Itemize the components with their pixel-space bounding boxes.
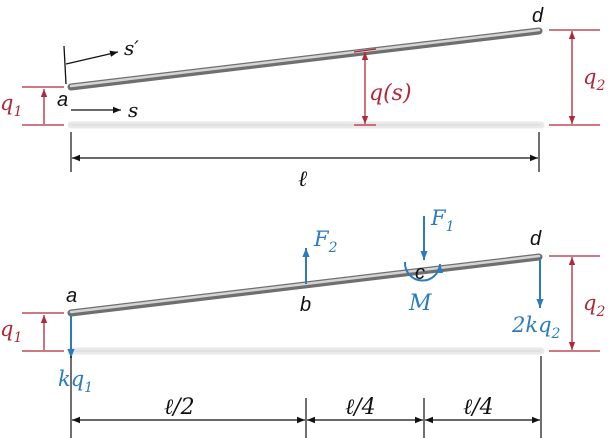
bottom-q1-label: q1 [0,317,22,346]
dim-quarter-2-label: ℓ/4 [463,395,494,420]
top-q1-label: q1 [0,91,22,120]
dim-half-label: ℓ/2 [164,395,195,420]
dim-quarter-1-label: ℓ/4 [345,395,376,420]
F2-label: F2 [313,227,338,256]
F1-label: F1 [430,206,455,235]
s-label: s [128,98,138,122]
2kq2-label: 2kq2 [511,313,561,342]
top-point-a: a [57,89,68,111]
top-q2-label: q2 [583,65,605,94]
qs-ext-top [353,48,377,53]
s-prime-label: s′ [124,36,139,60]
length-label: ℓ [298,167,308,192]
bottom-point-a: a [66,285,77,307]
moment-label: M [408,291,432,316]
top-diagram: s′ s a d q1 q(s) q2 ℓ [0,5,605,192]
s-prime-arrow [65,50,119,65]
bottom-point-d: d [530,228,542,250]
s-prime-axis-tick [63,45,67,85]
bottom-diagram: a b c d F2 F1 M kq1 2kq2 q1 q2 [0,206,605,438]
bottom-q2-label: q2 [583,291,605,320]
bottom-point-c: c [415,262,425,284]
top-beam-highlight [69,28,541,88]
moment-arc [403,261,444,282]
kq1-label: kq1 [58,367,93,396]
qs-label: q(s) [369,81,412,106]
bottom-point-b: b [300,294,311,316]
top-point-d: d [532,5,544,27]
